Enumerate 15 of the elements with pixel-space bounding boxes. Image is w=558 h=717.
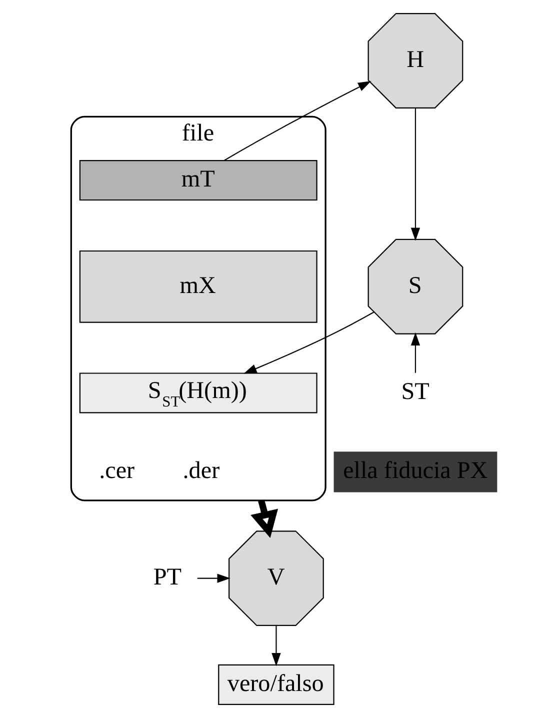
node-text: ST xyxy=(400,378,429,405)
arrow xyxy=(271,625,280,666)
arrow xyxy=(196,573,230,582)
arrow xyxy=(410,332,420,372)
node-box: mX xyxy=(78,250,317,322)
node-box: S$_{ST}$(H(m)) xyxy=(78,372,317,413)
arrow xyxy=(223,80,371,160)
label: .cer .der xyxy=(98,458,220,484)
node-box: vero/falso xyxy=(218,664,334,704)
arrow xyxy=(250,499,278,538)
node-text: PT xyxy=(152,564,182,590)
arrow xyxy=(243,311,374,374)
node-box: mT xyxy=(78,159,317,200)
arrow xyxy=(410,108,420,240)
node-box: ella fiducia PX xyxy=(333,451,497,492)
